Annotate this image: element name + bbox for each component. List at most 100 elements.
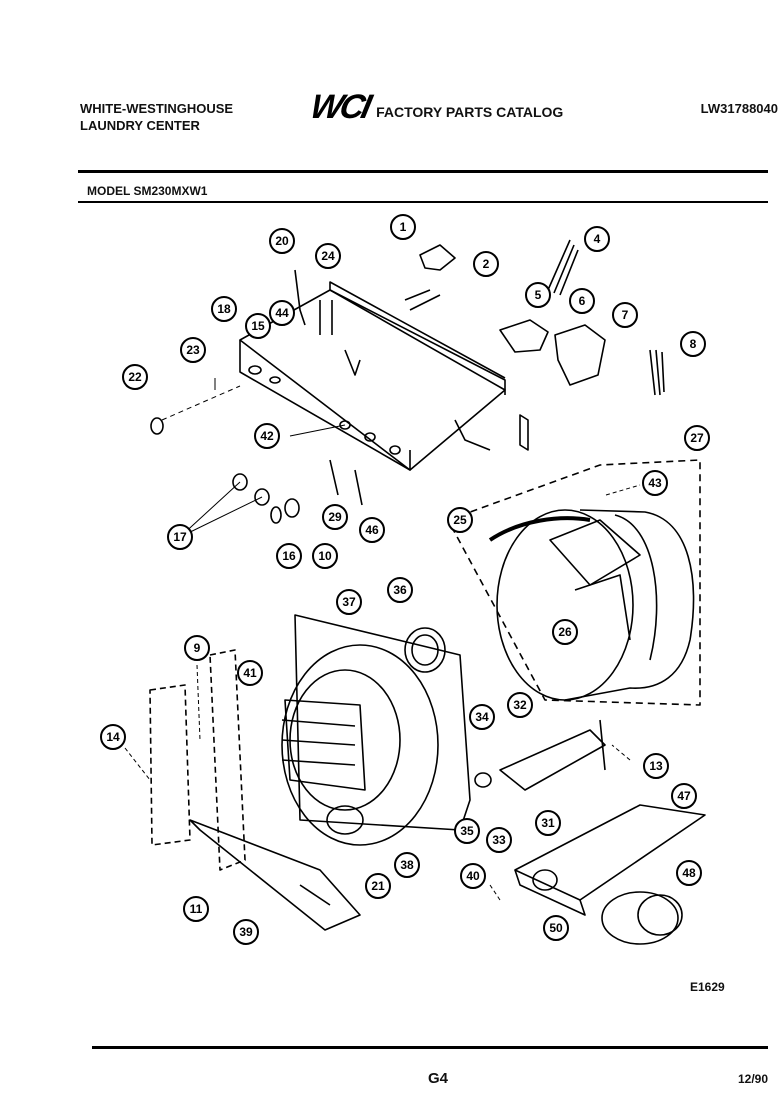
callout-24: 24 — [315, 243, 341, 269]
brand-line-2: LAUNDRY CENTER — [80, 118, 200, 133]
callout-33: 33 — [486, 827, 512, 853]
svg-text:21: 21 — [371, 879, 385, 893]
callout-27: 27 — [684, 425, 710, 451]
callout-43: 43 — [642, 470, 668, 496]
callout-37: 37 — [336, 589, 362, 615]
svg-text:26: 26 — [558, 625, 572, 639]
svg-text:5: 5 — [535, 288, 542, 302]
callout-20: 20 — [269, 228, 295, 254]
knobs-drawing — [150, 417, 363, 524]
svg-text:17: 17 — [173, 530, 187, 544]
callout-34: 34 — [469, 704, 495, 730]
callout-46: 46 — [359, 517, 385, 543]
callout-26: 26 — [552, 619, 578, 645]
callout-9: 9 — [184, 635, 210, 661]
callout-group: 1 2 4 5 6 7 8 9 10 11 13 14 15 16 17 18 … — [100, 214, 710, 945]
svg-text:34: 34 — [475, 710, 489, 724]
callout-14: 14 — [100, 724, 126, 750]
figure-reference: E1629 — [690, 980, 725, 994]
svg-text:2: 2 — [483, 257, 490, 271]
svg-text:36: 36 — [393, 583, 407, 597]
callout-35: 35 — [454, 818, 480, 844]
svg-text:16: 16 — [282, 549, 296, 563]
control-panel-drawing — [239, 239, 665, 471]
svg-text:15: 15 — [251, 319, 265, 333]
callout-38: 38 — [394, 852, 420, 878]
callout-29: 29 — [322, 504, 348, 530]
callout-44: 44 — [269, 300, 295, 326]
svg-text:29: 29 — [328, 510, 342, 524]
model-label: MODEL SM230MXW1 — [87, 184, 208, 198]
front-bulkhead-drawing — [281, 614, 471, 846]
callout-23: 23 — [180, 337, 206, 363]
callout-39: 39 — [233, 919, 259, 945]
header-rule — [78, 170, 768, 173]
svg-text:47: 47 — [677, 789, 691, 803]
svg-text:50: 50 — [549, 921, 563, 935]
svg-text:41: 41 — [243, 666, 257, 680]
svg-text:11: 11 — [190, 902, 203, 916]
callout-17: 17 — [167, 524, 193, 550]
svg-text:24: 24 — [321, 249, 335, 263]
svg-text:18: 18 — [217, 302, 231, 316]
svg-text:32: 32 — [513, 698, 527, 712]
callout-31: 31 — [535, 810, 561, 836]
callout-6: 6 — [569, 288, 595, 314]
brand-line-1: WHITE-WESTINGHOUSE — [80, 101, 234, 116]
svg-text:13: 13 — [649, 759, 663, 773]
footer-rule — [92, 1046, 768, 1049]
svg-text:43: 43 — [648, 476, 662, 490]
svg-text:1: 1 — [400, 220, 407, 234]
callout-25: 25 — [447, 507, 473, 533]
heater-housing-drawing — [474, 719, 706, 945]
svg-text:14: 14 — [106, 730, 120, 744]
svg-text:31: 31 — [541, 816, 555, 830]
callout-36: 36 — [387, 577, 413, 603]
callout-40: 40 — [460, 863, 486, 889]
svg-text:8: 8 — [690, 337, 697, 351]
leader-lines — [124, 378, 641, 901]
callout-4: 4 — [584, 226, 610, 252]
svg-text:7: 7 — [622, 308, 629, 322]
svg-text:44: 44 — [275, 306, 289, 320]
svg-text:10: 10 — [318, 549, 332, 563]
side-bracket-drawing — [149, 649, 361, 931]
callout-8: 8 — [680, 331, 706, 357]
page-number: G4 — [428, 1070, 449, 1087]
drum-dashed-box — [447, 459, 701, 706]
callout-47: 47 — [671, 783, 697, 809]
callout-13: 13 — [643, 753, 669, 779]
callout-16: 16 — [276, 543, 302, 569]
callout-32: 32 — [507, 692, 533, 718]
svg-text:9: 9 — [194, 641, 201, 655]
svg-text:22: 22 — [128, 370, 142, 384]
callout-7: 7 — [612, 302, 638, 328]
callout-18: 18 — [211, 296, 237, 322]
wci-logo: WCI FACTORY PARTS CATALOG — [307, 88, 563, 127]
callout-2: 2 — [473, 251, 499, 277]
svg-text:27: 27 — [690, 431, 704, 445]
model-rule — [78, 201, 768, 203]
svg-text:33: 33 — [492, 833, 506, 847]
svg-text:39: 39 — [239, 925, 253, 939]
callout-11: 11 — [183, 896, 209, 922]
callout-21: 21 — [365, 873, 391, 899]
svg-text:46: 46 — [365, 523, 379, 537]
document-code: LW31788040 — [700, 101, 778, 116]
callout-10: 10 — [312, 543, 338, 569]
catalog-date: 12/90 — [738, 1072, 769, 1086]
callout-1: 1 — [390, 214, 416, 240]
svg-text:23: 23 — [186, 343, 200, 357]
svg-text:20: 20 — [275, 234, 289, 248]
svg-text:25: 25 — [453, 513, 467, 527]
brand-block: WHITE-WESTINGHOUSE LAUNDRY CENTER — [80, 100, 233, 134]
callout-42: 42 — [254, 423, 280, 449]
callout-5: 5 — [525, 282, 551, 308]
svg-text:48: 48 — [682, 866, 696, 880]
svg-text:38: 38 — [400, 858, 414, 872]
callout-41: 41 — [237, 660, 263, 686]
svg-text:4: 4 — [594, 232, 601, 246]
callout-22: 22 — [122, 364, 148, 390]
svg-text:40: 40 — [466, 869, 480, 883]
drum-drawing — [488, 509, 695, 701]
